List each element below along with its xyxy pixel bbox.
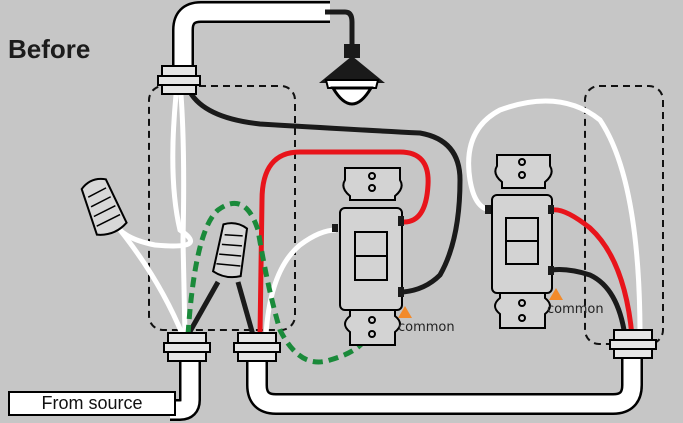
cable-clamp-icon xyxy=(157,65,201,95)
wire-black-source xyxy=(185,280,221,337)
cable-clamp-icon xyxy=(233,332,281,362)
cable-clamp-icon xyxy=(609,329,657,359)
common-label-1: common xyxy=(398,320,455,335)
ceiling-light-icon xyxy=(319,44,385,106)
wire-black-right xyxy=(551,267,628,337)
diagram-title: Before xyxy=(8,34,91,64)
electrical-box-1 xyxy=(148,85,296,331)
wire-white-top-1 xyxy=(118,94,194,249)
wire-black-light-feed xyxy=(325,9,355,46)
wire-red-right xyxy=(551,207,635,337)
switch-icon xyxy=(485,154,554,329)
wire-white-right xyxy=(466,98,643,337)
triangle-marker-icon xyxy=(398,306,412,318)
wire-ground xyxy=(185,200,373,365)
wire-black-jumper xyxy=(235,281,256,336)
wire-white-traveler xyxy=(263,227,337,336)
wire-red-traveler xyxy=(257,149,431,336)
wire-nut-icon xyxy=(80,177,128,236)
cable-from-source xyxy=(170,360,201,421)
cable-between-boxes xyxy=(246,355,643,415)
cable-to-light xyxy=(172,1,330,68)
triangle-marker-icon xyxy=(549,288,563,300)
common-label-2: common xyxy=(547,302,604,317)
wire-nut-icon xyxy=(211,222,249,279)
wire-white-neutral xyxy=(118,228,186,337)
switch-icon xyxy=(332,167,404,346)
wire-black-loop xyxy=(187,90,463,295)
wire-white-top-2 xyxy=(178,94,188,336)
source-label: From source xyxy=(8,391,176,416)
cable-clamp-icon xyxy=(163,332,211,362)
